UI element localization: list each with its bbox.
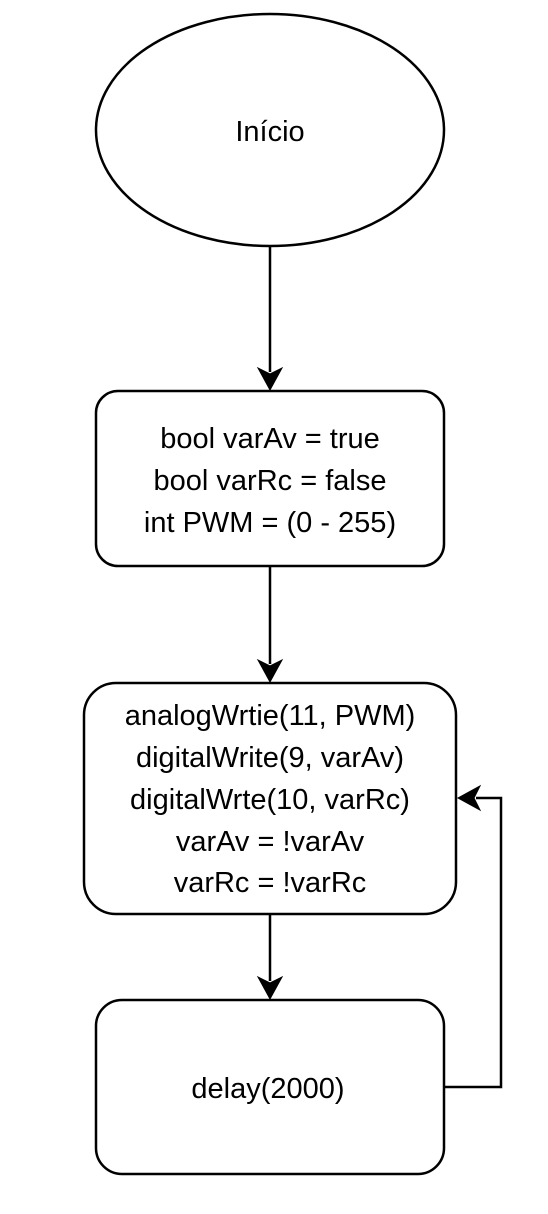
declare-line-2: bool varRc = false: [154, 465, 387, 497]
start-ellipse: [94, 12, 446, 248]
declare-box: [94, 389, 446, 568]
node-write: analogWrtie(11, PWM) digitalWrite(9, var…: [82, 681, 458, 916]
edge-delay-loop-to-write: [444, 796, 503, 1089]
node-declare: bool varAv = true bool varRc = false int…: [94, 389, 446, 568]
arrowhead-loop-to-write: [456, 784, 482, 812]
delay-label: delay(2000): [191, 1073, 344, 1105]
write-line-5: varRc = !varRc: [174, 867, 367, 899]
delay-box: [94, 998, 446, 1176]
edges: [256, 246, 503, 1089]
write-line-2: digitalWrite(9, varAv): [136, 742, 404, 774]
arrowhead-start-to-declare: [256, 366, 284, 392]
arrowhead-write-to-delay: [256, 975, 284, 1001]
write-line-3: digitalWrte(10, varRc): [130, 784, 410, 816]
write-box: [82, 681, 458, 916]
write-line-4: varAv = !varAv: [176, 826, 365, 858]
arrowhead-declare-to-write: [256, 658, 284, 684]
node-delay: delay(2000): [94, 998, 446, 1176]
start-label: Início: [235, 116, 304, 148]
node-start: Início: [94, 12, 446, 248]
declare-line-1: bool varAv = true: [160, 423, 380, 455]
declare-line-3: int PWM = (0 - 255): [144, 507, 396, 539]
write-line-1: analogWrtie(11, PWM): [125, 700, 416, 732]
